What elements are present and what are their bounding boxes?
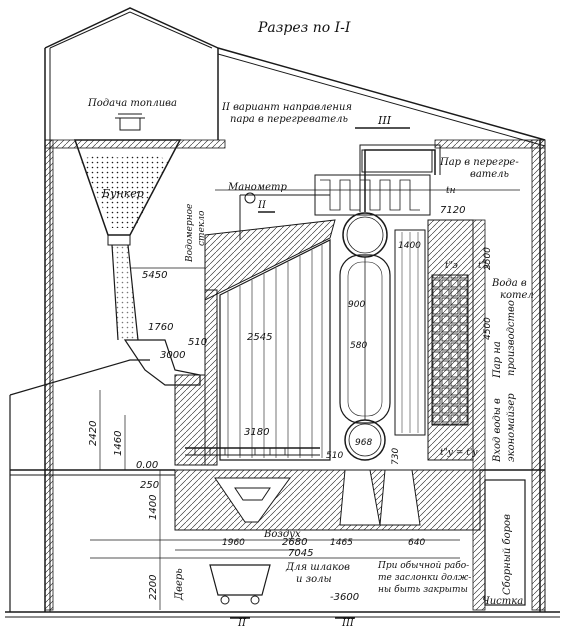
label-variant-2b: пара в перегреватель (230, 114, 348, 125)
label-air: Воздух (263, 529, 301, 540)
label-mark-ii: II (257, 200, 267, 211)
dim-2545: 2545 (247, 332, 272, 343)
dim-1960: 1960 (222, 538, 245, 548)
label-steam-superheater-2: ватель (470, 169, 509, 180)
dim-1400b: 1400 (148, 495, 159, 520)
dim-510b: 510 (326, 451, 343, 461)
label-water-boiler-2: котел (500, 290, 534, 301)
label-water-glass-2: стекло (197, 210, 207, 246)
label-mark-ii-bottom: II (237, 618, 247, 628)
dim-2680: 2680 (282, 537, 307, 548)
dim-730: 730 (391, 448, 401, 465)
label-t-e-2: t'э (478, 261, 489, 271)
note-line-2: те заслонки долж- (378, 573, 471, 583)
dim-968: 968 (355, 438, 372, 448)
economizer (427, 219, 526, 611)
dim-1400a: 1400 (398, 241, 421, 251)
dim-640: 640 (408, 538, 425, 548)
label-steam-production: Пар на (492, 341, 503, 379)
label-collector-flue: Сборный боров (502, 514, 513, 595)
label-mark-iii: III (377, 114, 392, 127)
dim-2200: 2200 (148, 575, 159, 600)
dim-5450: 5450 (142, 270, 167, 281)
label-bunker: Бункер (101, 187, 144, 200)
label-t-n: tн (446, 186, 456, 196)
label-mark-iii-bottom: III (341, 618, 355, 628)
building-shell (5, 7, 560, 618)
dimension-lines (90, 189, 520, 610)
dim-3180: 3180 (244, 427, 269, 438)
slag-cart (209, 564, 271, 605)
dim-900: 900 (348, 300, 365, 310)
label-slag: Для шлаков (285, 562, 350, 573)
dim-1760: 1760 (148, 322, 173, 333)
dim-7045: 7045 (288, 548, 313, 559)
dim-510a: 510 (188, 337, 207, 348)
label-manometer: Манометр (227, 182, 288, 193)
dim-1460: 1460 (113, 431, 124, 456)
label-slag-2: и золы (296, 574, 332, 585)
label-variant-2: II вариант направления (221, 102, 352, 113)
label-water-economizer: Вход воды в (492, 398, 503, 463)
drawing-title: Разрез по I-I (257, 20, 351, 36)
label-t-e: t"э (445, 261, 458, 271)
dim-3000: 3000 (160, 350, 185, 361)
label-steam-superheater: Пар в перегре- (439, 157, 519, 168)
label-water-boiler: Вода в (491, 278, 527, 289)
label-steam-production-2: производство (506, 300, 517, 376)
boiler-body (219, 144, 441, 461)
dim-2500: 2500 (483, 247, 493, 270)
dim-580: 580 (350, 341, 367, 351)
dim-2420: 2420 (88, 421, 99, 446)
dim-3600: -3600 (330, 592, 359, 603)
dim-4500: 4500 (483, 317, 493, 340)
label-cleaning: Чистка (482, 596, 523, 607)
label-t-y: t"у = t'у (440, 448, 478, 458)
note-line-1: При обычной рабо- (377, 560, 469, 571)
furnace-brickwork (174, 219, 481, 531)
dim-7120: 7120 (440, 205, 465, 216)
labels: Разрез по I-I Подача топлива II вариант … (87, 20, 534, 628)
dim-250: 250 (140, 480, 159, 491)
label-water-economizer-2: экономайзер (506, 393, 517, 462)
label-fuel-supply: Подача топлива (87, 98, 177, 109)
label-door: Дверь (174, 568, 185, 601)
label-water-glass: Водомерное (185, 204, 195, 263)
dim-000: 0.00 (136, 460, 158, 471)
dim-1465: 1465 (330, 538, 353, 548)
dimension-values: 7120 5450 1760 510 3000 2545 900 1400 58… (88, 205, 493, 603)
note-line-3: ны быть закрыты (378, 584, 468, 595)
fuel-bunker (73, 113, 201, 386)
section-marks (230, 127, 410, 619)
